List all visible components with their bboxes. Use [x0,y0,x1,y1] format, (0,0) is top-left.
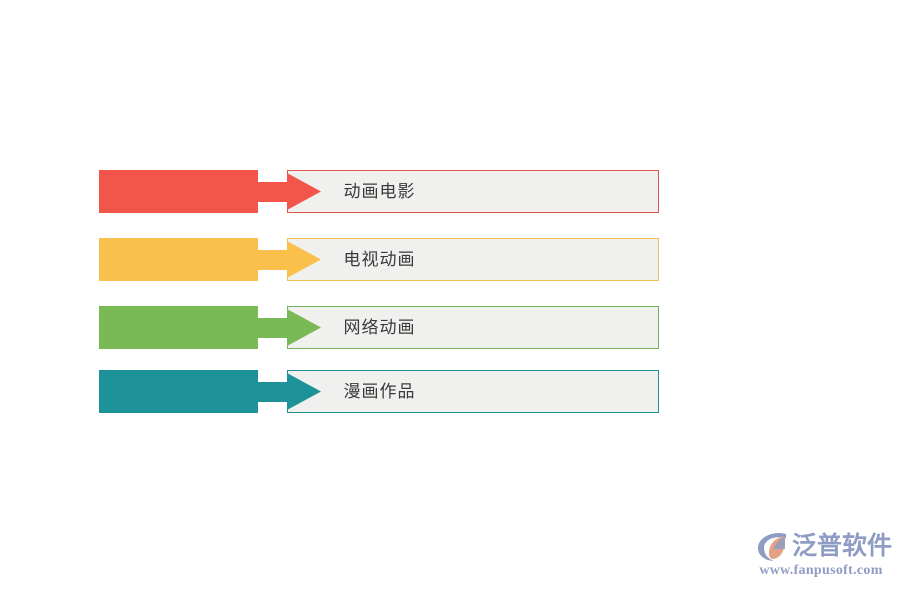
arrow-stem [254,250,292,270]
diagram-row[interactable]: 动画电影 [99,170,660,213]
watermark-url: www.fanpusoft.com [759,563,883,578]
row-label: 电视动画 [343,249,416,270]
diagram-row[interactable]: 电视动画 [99,238,660,281]
arrow-block [99,370,258,413]
arrow-block [99,238,258,281]
row-label: 网络动画 [343,317,416,338]
arrow-head-icon [287,238,321,281]
label-panel [287,370,659,413]
diagram-row[interactable]: 漫画作品 [99,370,660,413]
arrow-head-icon [287,170,321,213]
row-label: 漫画作品 [343,381,416,402]
label-panel [287,238,659,281]
diagram-row[interactable]: 网络动画 [99,306,660,349]
arrow-block [99,170,258,213]
label-panel [287,306,659,349]
arrow-stem [254,318,292,338]
arrow-stem [254,182,292,202]
arrow-block [99,306,258,349]
row-label: 动画电影 [343,181,416,202]
arrow-stem [254,382,292,402]
arrow-head-icon [287,306,321,349]
arrow-head-icon [287,370,321,413]
label-panel [287,170,659,213]
fanpu-logo-icon [756,529,790,563]
watermark-logo: 泛普软件 www.fanpusoft.com [756,528,892,586]
watermark-name: 泛普软件 [792,531,893,560]
watermark-top: 泛普软件 [756,528,892,564]
